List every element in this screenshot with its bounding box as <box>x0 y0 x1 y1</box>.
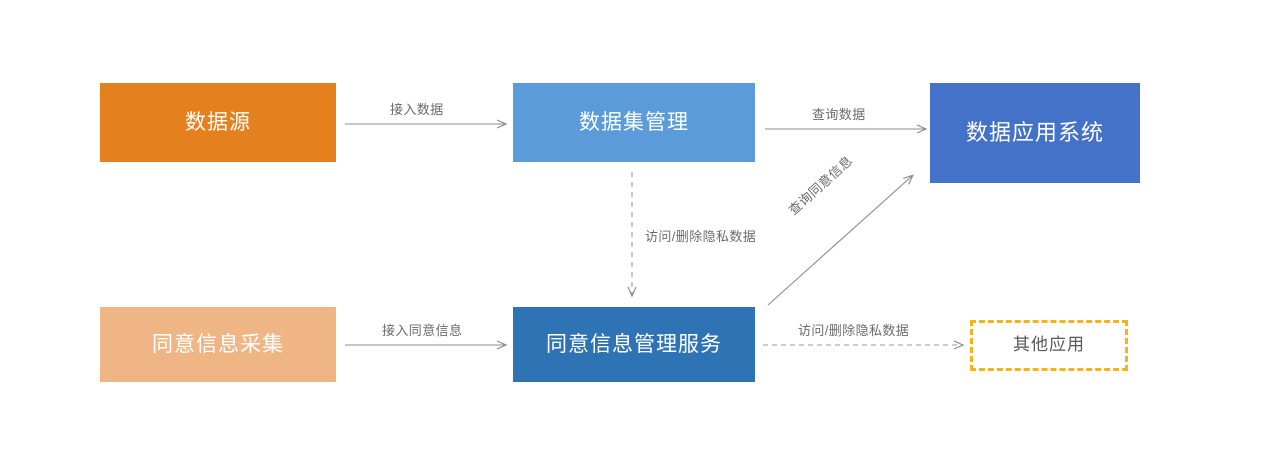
node-dataset-management[interactable]: 数据集管理 <box>513 83 755 162</box>
edge-label-ingest-consent-info: 接入同意信息 <box>382 323 463 338</box>
edge-label-access-delete-privacy-bottom: 访问/删除隐私数据 <box>798 323 910 338</box>
edge-label-access-delete-privacy-top: 访问/删除隐私数据 <box>645 229 757 244</box>
edge-label-query-consent-info: 查询同意信息 <box>785 152 856 218</box>
node-consent-collection[interactable]: 同意信息采集 <box>100 307 336 382</box>
node-consent-management-service[interactable]: 同意信息管理服务 <box>513 307 755 382</box>
edge-label-ingest-data: 接入数据 <box>390 102 444 117</box>
node-consent-collection-label: 同意信息采集 <box>152 332 284 356</box>
node-dataset-management-label: 数据集管理 <box>579 110 689 134</box>
node-data-source[interactable]: 数据源 <box>100 83 336 162</box>
node-data-application-system-label: 数据应用系统 <box>965 119 1104 145</box>
edge-query-consent-info-line <box>767 174 914 306</box>
edge-label-query-data: 查询数据 <box>812 107 866 122</box>
node-other-applications-label: 其他应用 <box>1013 335 1085 355</box>
node-data-application-system[interactable]: 数据应用系统 <box>930 83 1140 183</box>
node-consent-management-service-label: 同意信息管理服务 <box>546 332 722 356</box>
node-other-applications[interactable]: 其他应用 <box>970 320 1128 371</box>
node-data-source-label: 数据源 <box>185 110 251 134</box>
